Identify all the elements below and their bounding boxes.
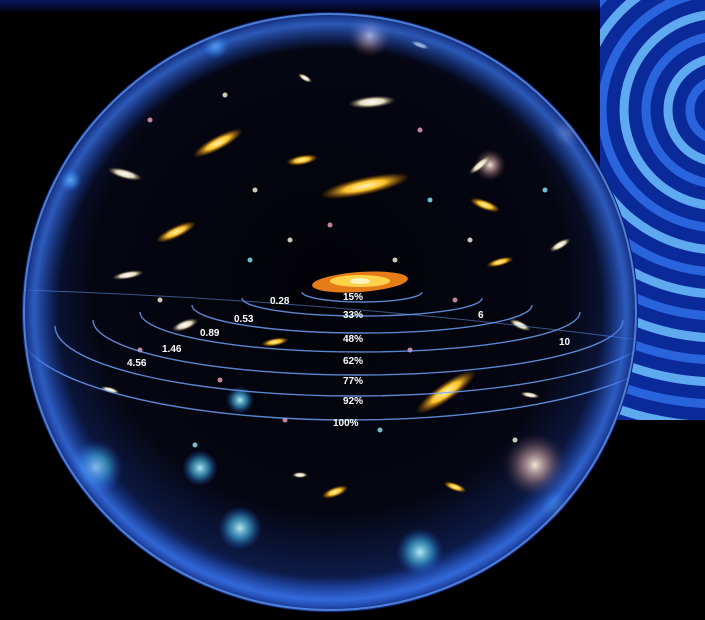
redshift-label: 0.53 bbox=[234, 314, 254, 325]
redshift-label: 1.46 bbox=[162, 344, 182, 355]
percent-label: 15% bbox=[343, 292, 363, 303]
percent-label: 33% bbox=[343, 310, 363, 321]
redshift-label: 0.89 bbox=[200, 328, 220, 339]
percent-label: 92% bbox=[343, 396, 363, 407]
percent-label: 62% bbox=[343, 356, 363, 367]
redshift-label: 10 bbox=[559, 337, 571, 348]
redshift-label: 0.28 bbox=[270, 296, 290, 307]
milky-way-center bbox=[312, 271, 408, 293]
sphere bbox=[22, 12, 638, 612]
redshift-labels: 0.28 0.53 0.89 1.46 4.56 6 10 bbox=[127, 296, 571, 369]
percent-label: 48% bbox=[343, 334, 363, 345]
wave-band bbox=[619, 10, 705, 210]
redshift-label: 6 bbox=[478, 310, 484, 321]
wave-band bbox=[641, 32, 705, 188]
percent-label: 77% bbox=[343, 376, 363, 387]
redshift-label: 4.56 bbox=[127, 358, 147, 369]
wave-band bbox=[600, 0, 705, 232]
wave-band bbox=[685, 78, 705, 142]
percent-labels: 15% 33% 48% 62% 77% 92% 100% bbox=[333, 292, 363, 429]
percent-label: 100% bbox=[333, 418, 359, 429]
wave-band bbox=[663, 55, 705, 165]
